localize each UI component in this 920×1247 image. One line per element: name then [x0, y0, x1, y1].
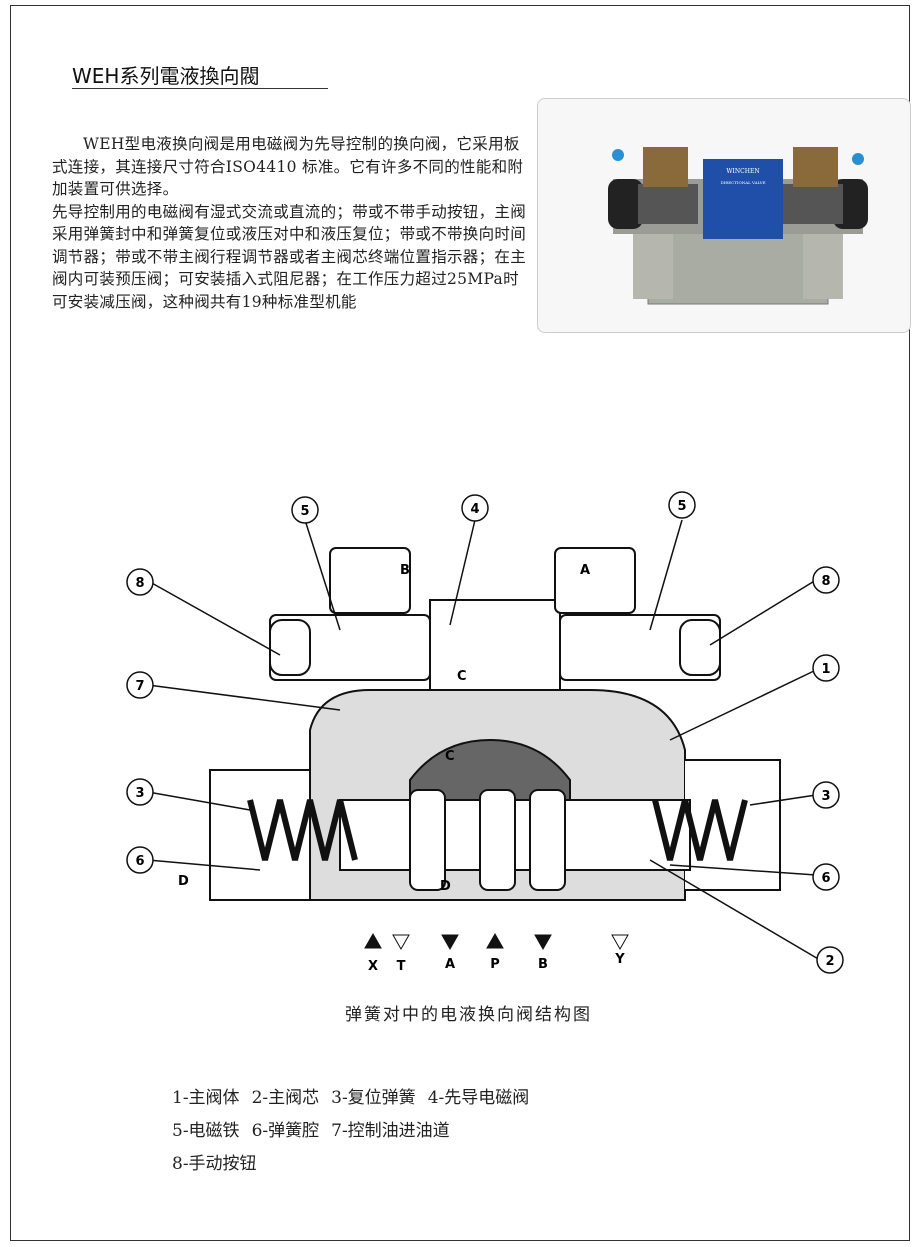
photo-brand-label: WINCHEN: [726, 168, 759, 175]
page-title: WEH系列電液換向閥: [72, 64, 260, 88]
legend-item: 5-电磁铁: [172, 1121, 240, 1141]
callout-4: 4: [470, 502, 479, 517]
port-x: X: [368, 959, 378, 974]
legend-row: 8-手动按钮: [172, 1148, 541, 1181]
section-label-d-2: D: [440, 879, 451, 894]
port-p: P: [490, 957, 500, 972]
callout-6-left: 6: [135, 854, 144, 869]
legend-item: 8-手动按钮: [172, 1154, 257, 1174]
legend-item: 7-控制油进油道: [331, 1121, 450, 1141]
port-b: B: [538, 957, 548, 972]
callout-8-right: 8: [821, 574, 830, 589]
callout-8-left: 8: [135, 576, 144, 591]
callout-3-left: 3: [135, 786, 144, 801]
section-label-c-1: C: [457, 669, 467, 684]
callout-3-right: 3: [821, 789, 830, 804]
page-frame: [10, 5, 910, 1241]
section-label-c-2: C: [445, 749, 455, 764]
valve-structure-diagram: B A C C D D 5 4 5 8 8 7 1 3 3: [110, 480, 860, 980]
port-t: T: [397, 959, 406, 974]
photo-plate-label: DIRECTIONAL VALVE: [720, 180, 765, 185]
section-label-d-1: D: [178, 874, 189, 889]
callout-7: 7: [135, 679, 144, 694]
product-photo: WINCHEN DIRECTIONAL VALVE: [537, 98, 911, 333]
callout-5-right: 5: [677, 499, 686, 514]
legend-row: 1-主阀体 2-主阀芯 3-复位弹簧 4-先导电磁阀: [172, 1082, 541, 1115]
description-paragraph-1: WEH型电液换向阀是用电磁阀为先导控制的换向阀，它采用板式连接，其连接尺寸符合I…: [52, 135, 524, 198]
callout-1: 1: [821, 662, 830, 677]
callout-5-left: 5: [300, 504, 309, 519]
port-y: Y: [614, 952, 625, 967]
solenoid-label-b: B: [400, 563, 410, 578]
description: WEH型电液换向阀是用电磁阀为先导控制的换向阀，它采用板式连接，其连接尺寸符合I…: [52, 133, 532, 313]
description-paragraph-2: 先导控制用的电磁阀有湿式交流或直流的；带或不带手动按钮，主阀采用弹簧封中和弹簧复…: [52, 202, 527, 311]
legend-item: 1-主阀体: [172, 1088, 240, 1108]
port-a: A: [445, 957, 455, 972]
solenoid-label-a: A: [580, 563, 590, 578]
legend-item: 3-复位弹簧: [331, 1088, 416, 1108]
legend-item: 4-先导电磁阀: [427, 1088, 530, 1108]
title-underline: [72, 88, 328, 89]
legend-item: 2-主阀芯: [251, 1088, 320, 1108]
legend-row: 5-电磁铁 6-弹簧腔 7-控制油进油道: [172, 1115, 541, 1148]
parts-legend: 1-主阀体 2-主阀芯 3-复位弹簧 4-先导电磁阀 5-电磁铁 6-弹簧腔 7-控制油进…: [172, 1082, 541, 1181]
callout-6-right: 6: [821, 871, 830, 886]
diagram-caption: 弹簧对中的电液换向阀结构图: [345, 1005, 592, 1025]
callout-2: 2: [825, 954, 834, 969]
legend-item: 6-弹簧腔: [251, 1121, 320, 1141]
